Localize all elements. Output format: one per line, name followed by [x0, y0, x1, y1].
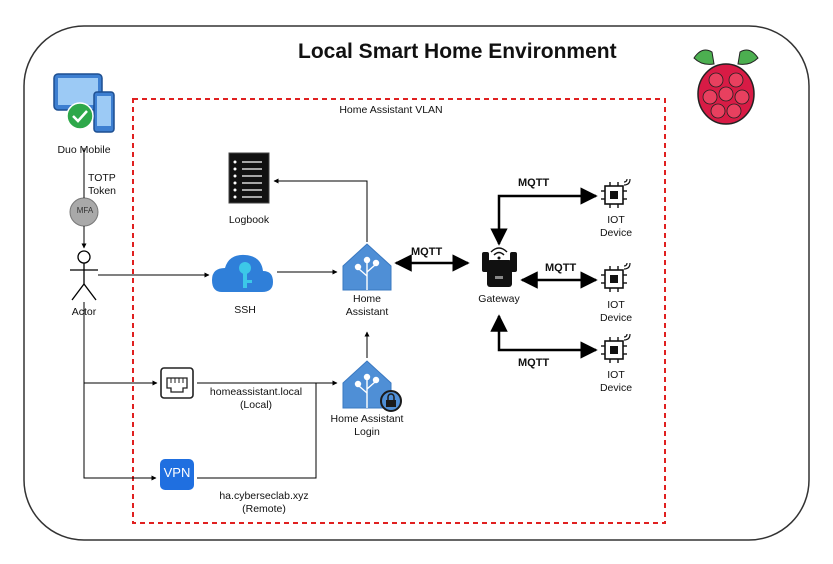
local-host-line-1: homeassistant.local — [209, 386, 303, 398]
iot-device-label-1: IOT Device — [592, 214, 640, 240]
vpn-badge — [160, 459, 194, 490]
vlan-boundary — [132, 98, 666, 524]
logbook-icon — [228, 152, 270, 204]
home-assistant-line-2: Assistant — [345, 306, 389, 318]
local-host-line-2: (Local) — [239, 399, 273, 411]
ssh-cloud-key-icon — [212, 254, 273, 292]
vpn-label: VPN — [163, 465, 191, 480]
duo-mobile-label: Duo Mobile — [57, 144, 111, 156]
mqtt-label-iot-3: MQTT — [518, 357, 550, 369]
vlan-label: Home Assistant VLAN — [339, 104, 443, 116]
mfa-label: MFA — [76, 206, 94, 215]
iot-device-2-line-2: Device — [599, 312, 633, 324]
iot-device-3-line-1: IOT — [607, 369, 625, 381]
iot-device-3-line-2: Device — [599, 382, 633, 394]
ha-login-label: Home Assistant Login — [317, 413, 417, 439]
outer-frame — [23, 25, 810, 541]
logbook-label: Logbook — [228, 214, 270, 226]
raspberry-pi-icon — [693, 49, 759, 125]
mqtt-label-ha-gateway: MQTT — [411, 246, 443, 258]
remote-host-label: ha.cyberseclab.xyz (Remote) — [204, 490, 324, 516]
home-assistant-label: Home Assistant — [327, 293, 407, 319]
mqtt-links — [394, 187, 598, 359]
actor-label: Actor — [71, 306, 97, 318]
iot-device-1-line-1: IOT — [607, 214, 625, 226]
local-host-label: homeassistant.local (Local) — [196, 386, 316, 412]
home-assistant-line-1: Home — [352, 293, 381, 305]
ha-login-line-2: Login — [354, 426, 380, 438]
totp-line-2: Token — [88, 185, 117, 197]
actor-icon — [70, 250, 98, 301]
diagram-title: Local Smart Home Environment — [298, 40, 617, 63]
mqtt-label-iot-2: MQTT — [545, 262, 577, 274]
gateway-router-icon — [482, 247, 517, 287]
iot-device-label-3: IOT Device — [592, 369, 640, 395]
home-assistant-login-icon — [342, 360, 402, 412]
iot-chip-icon — [601, 262, 631, 292]
mqtt-label-iot-1: MQTT — [518, 177, 550, 189]
totp-label: TOTP Token — [88, 172, 116, 198]
remote-host-line-2: (Remote) — [242, 503, 286, 515]
ha-login-line-1: Home Assistant — [330, 413, 404, 425]
connectors — [81, 148, 370, 481]
totp-line-1: TOTP — [88, 172, 116, 184]
duo-mobile-icon — [53, 73, 115, 133]
iot-device-label-2: IOT Device — [592, 299, 640, 325]
iot-device-1-line-2: Device — [599, 227, 633, 239]
iot-chip-icon — [601, 333, 631, 363]
iot-device-2-line-1: IOT — [607, 299, 625, 311]
home-assistant-icon — [342, 243, 392, 291]
gateway-label: Gateway — [478, 293, 520, 305]
remote-host-line-1: ha.cyberseclab.xyz — [219, 490, 309, 502]
iot-chip-icon — [601, 178, 631, 208]
ssh-label: SSH — [234, 304, 256, 316]
ethernet-port-icon — [160, 367, 194, 399]
